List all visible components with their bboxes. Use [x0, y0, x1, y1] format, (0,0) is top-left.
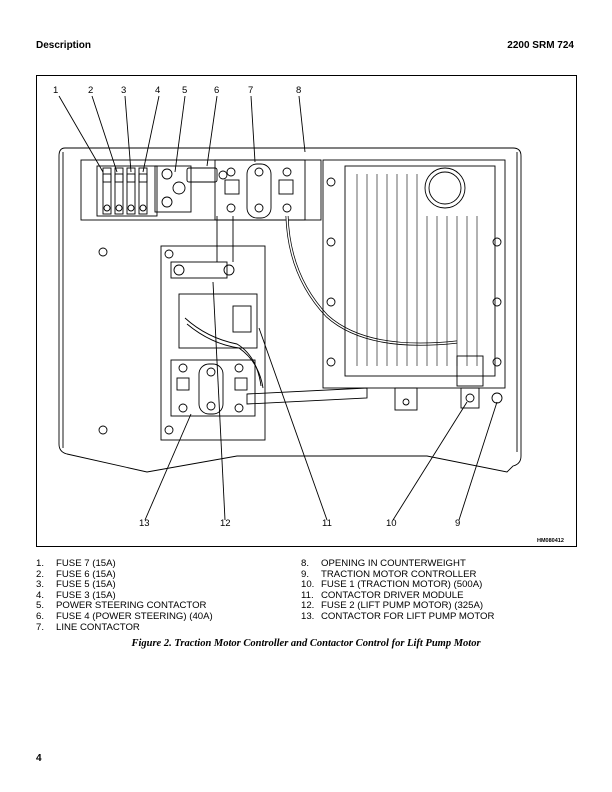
figure-illustration: 1 2 3 4 5 6 7 8 13 12 11 10 9 HM080412 — [36, 75, 577, 547]
callout-7: 7 — [248, 85, 253, 96]
manual-number: 2200 SRM 724 — [507, 40, 574, 51]
callout-11: 11 — [322, 518, 332, 529]
callout-4: 4 — [155, 85, 160, 96]
callouts-top: 1 2 3 4 5 6 7 8 — [53, 85, 301, 96]
legend-item: 1.FUSE 7 (15A) — [36, 558, 116, 569]
callout-8: 8 — [296, 85, 301, 96]
legend-item: 5.POWER STEERING CONTACTOR — [36, 600, 207, 612]
legend-item: 10.FUSE 1 (TRACTION MOTOR) (500A) — [301, 579, 483, 591]
traction-controller — [322, 159, 506, 389]
legend-item: 2.FUSE 6 (15A) — [36, 568, 116, 580]
controller-diagram: 1 2 3 4 5 6 7 8 13 12 11 10 9 HM080412 — [53, 85, 564, 544]
fuse-panel — [80, 159, 322, 221]
callout-3: 3 — [121, 85, 126, 96]
callout-9: 9 — [455, 518, 460, 529]
section-title: Description — [36, 40, 92, 51]
callout-5: 5 — [182, 85, 187, 96]
callout-1: 1 — [53, 85, 58, 96]
legend-item: 4.FUSE 3 (15A) — [36, 589, 116, 601]
page-number: 4 — [36, 753, 42, 764]
legend-right: 8.OPENING IN COUNTERWEIGHT 9.TRACTION MO… — [301, 558, 495, 623]
callout-6: 6 — [214, 85, 219, 96]
lift-pump-panel — [160, 245, 266, 441]
callout-2: 2 — [88, 85, 93, 96]
legend-item: 6.FUSE 4 (POWER STEERING) (40A) — [36, 610, 213, 622]
legend-item: 12.FUSE 2 (LIFT PUMP MOTOR) (325A) — [301, 600, 484, 612]
legend-item: 7.LINE CONTACTOR — [36, 621, 140, 633]
figure-caption: Figure 2. Traction Motor Controller and … — [131, 638, 481, 649]
figure-id: HM080412 — [537, 538, 564, 544]
callout-13: 13 — [139, 518, 150, 529]
legend-item: 9.TRACTION MOTOR CONTROLLER — [301, 568, 477, 580]
legend-left: 1.FUSE 7 (15A) 2.FUSE 6 (15A) 3.FUSE 5 (… — [36, 558, 213, 633]
callout-10: 10 — [386, 518, 397, 529]
counterweight-opening — [58, 147, 522, 473]
legend-item: 8.OPENING IN COUNTERWEIGHT — [301, 558, 466, 569]
legend-item: 13.CONTACTOR FOR LIFT PUMP MOTOR — [301, 610, 495, 622]
legend-item: 11.CONTACTOR DRIVER MODULE — [301, 589, 464, 601]
callouts-bottom: 13 12 11 10 9 — [139, 518, 460, 529]
legend-item: 3.FUSE 5 (15A) — [36, 579, 116, 591]
callout-12: 12 — [220, 518, 231, 529]
